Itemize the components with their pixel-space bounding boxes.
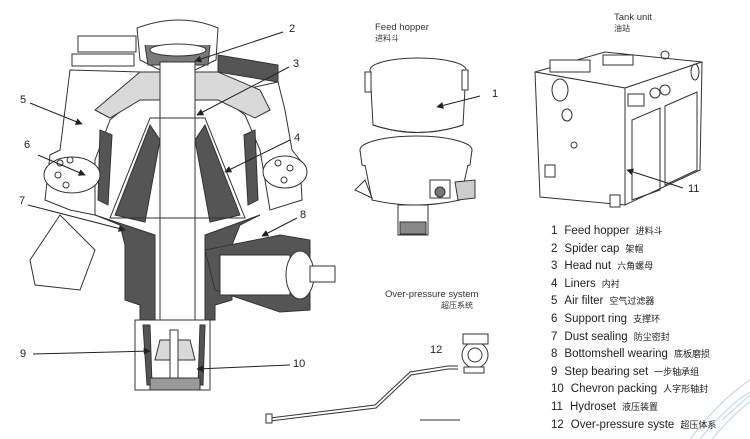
legend-number: 9 [551,365,558,378]
leader-lines [27,31,684,373]
legend-label-zh: 六角螺母 [617,262,654,273]
legend-label-zh: 支撑环 [633,314,661,325]
over-pressure-caption: Over-pressure system 超压系统 [385,289,478,311]
legend-label-zh: 架帽 [625,244,644,255]
feed-hopper-title-en: Feed hopper [375,22,429,33]
callout-6: 6 [24,139,31,151]
callout-11: 11 [688,183,700,195]
legend-label-zh: 人字形轴封 [663,385,709,396]
callout-7: 7 [19,195,26,207]
legend-label-zh: 进料斗 [635,227,663,237]
legend-number: 6 [551,312,558,325]
legend-label-zh: 底板磨损 [673,350,710,361]
callout-8: 8 [300,209,307,221]
leader-2 [194,31,284,63]
callout-12: 12 [430,344,443,356]
legend-item: 10 Chevron packing 人字形轴封 [551,381,716,399]
leader-11 [626,168,684,189]
legend-label-en: Dust sealing [564,330,628,343]
legend-label-en: Chevron packing [570,383,658,396]
feed-hopper-caption: Feed hopper 进料斗 [375,22,429,44]
legend-number: 1 [551,225,558,237]
legend-item: 4 Liners 内衬 [551,276,716,294]
legend-item: 5 Air filter 空气过滤器 [551,293,716,311]
tank-unit-title-zh: 油站 [614,24,630,33]
leader-9 [32,347,151,355]
legend-label-zh: 液压装置 [621,402,658,413]
legend-label-en: Spider cap [564,242,620,255]
feed-hopper-title-zh: 进料斗 [375,34,399,43]
legend-label-en: Head nut [564,260,612,273]
legend-label-zh: 超压体系 [680,420,717,431]
leader-5 [29,102,83,125]
legend-number: 3 [551,260,558,273]
legend-item: 3 Head nut 六角螺母 [551,258,716,276]
legend-label-en: Air filter [564,295,604,308]
legend-number: 11 [551,400,563,413]
leader-10 [196,364,291,373]
callout-5: 5 [20,94,27,106]
legend-number: 5 [551,295,558,308]
legend-label-en: Step bearing set [564,365,649,378]
legend-label-zh: 内衬 [601,279,620,290]
leader-4 [224,139,291,173]
legend-item: 8 Bottomshell wearing 底板磨损 [551,346,716,364]
legend-item: 7 Dust sealing 防尘密封 [551,329,716,347]
callout-2: 2 [289,23,296,35]
legend-label-en: Bottomshell wearing [564,348,668,361]
legend-number: 12 [551,418,564,431]
tank-unit-drawing [534,50,703,208]
legend-number: 2 [551,242,558,255]
legend-label-en: Over-pressure syste [570,418,675,431]
legend-item: 11 Hydroset 液压装置 [551,399,716,417]
leader-8 [261,217,298,237]
callout-1: 1 [492,88,499,100]
leader-3 [196,66,290,116]
legend-label-zh: 防尘密封 [633,332,670,343]
callout-9: 9 [20,348,27,360]
legend-item: 9 Step bearing set 一步轴承组 [551,364,716,382]
legend-label-en: Liners [564,277,596,290]
callout-10: 10 [293,358,306,370]
over-pressure-drawing [265,333,489,424]
decorative-swoosh [689,379,750,439]
leader-7 [27,204,126,232]
leader-1 [436,95,481,109]
legend-item: 2 Spider cap 架帽 [551,241,716,259]
feed-hopper-drawing [354,57,476,236]
legend-label-en: Feed hopper [564,225,630,237]
leader-6 [37,154,86,176]
legend-number: 8 [551,348,558,361]
legend-item: 6 Support ring 支撑环 [551,311,716,329]
legend-label-en: Hydroset [569,400,616,413]
parts-legend: 1 Feed hopper 进料斗 2 Spider cap 架帽 3 Head nut 六角螺… [551,223,716,434]
legend-number: 10 [551,383,564,396]
over-pressure-title-en: Over-pressure system [385,289,479,300]
legend-number: 7 [551,330,558,343]
tank-unit-caption: Tank unit 油站 [614,12,652,34]
legend-label-en: Support ring [564,312,628,325]
legend-item: 1 Feed hopper 进料斗 [551,223,716,241]
tank-unit-title-en: Tank unit [614,12,653,23]
legend-label-zh: 空气过滤器 [609,297,655,308]
callout-3: 3 [293,58,300,70]
legend-item: 12 Over-pressure syste 超压体系 [551,417,716,435]
callout-4: 4 [294,132,301,144]
legend-number: 4 [551,277,558,290]
cone-crusher-cross-section [29,19,336,391]
over-pressure-title-zh: 超压系统 [441,301,473,310]
legend-label-zh: 一步轴承组 [654,367,700,378]
